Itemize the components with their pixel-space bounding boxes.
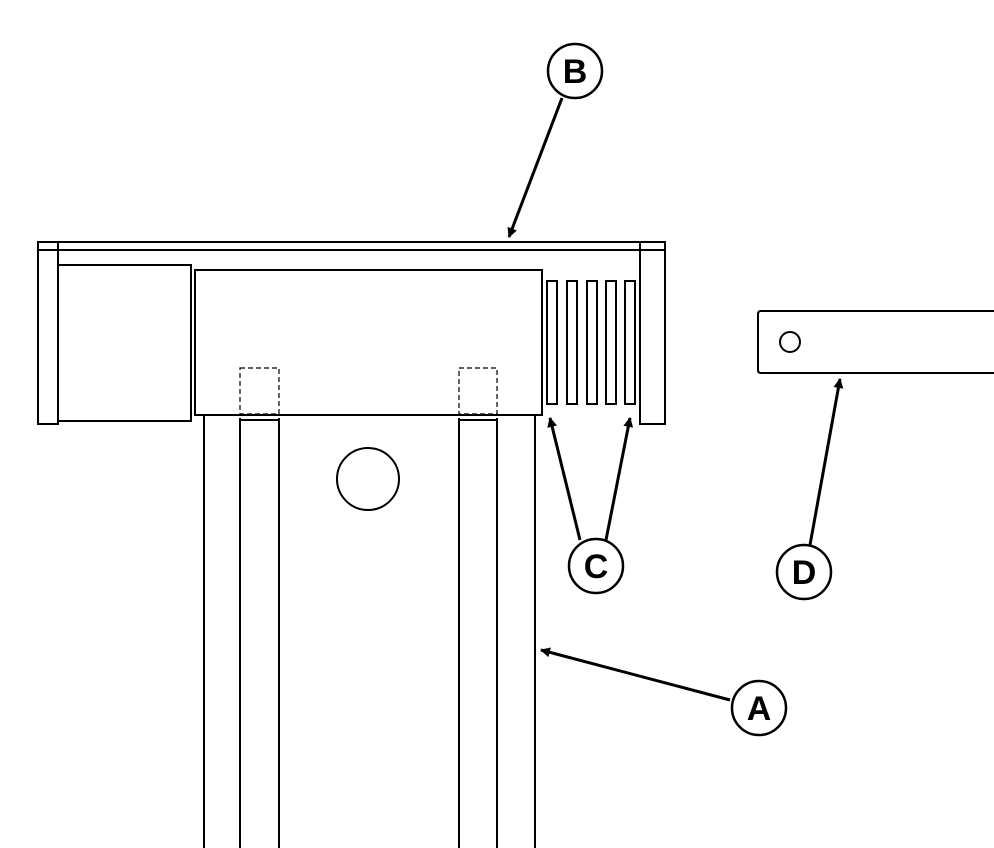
slots [546,280,636,405]
callout-d-label: D [792,554,817,592]
callout-c-label: C [584,548,609,586]
callout-a-label: A [747,690,772,728]
mast-channel [203,415,536,848]
callout-d: D [775,543,833,601]
bar [757,310,994,374]
callout-b: B [546,42,604,100]
hidden-tabs [239,367,498,415]
callout-b-label: B [563,53,588,91]
callout-c: C [567,537,625,595]
callout-a: A [730,679,788,737]
leader-arrows [507,97,844,702]
top-bracket [37,241,666,425]
